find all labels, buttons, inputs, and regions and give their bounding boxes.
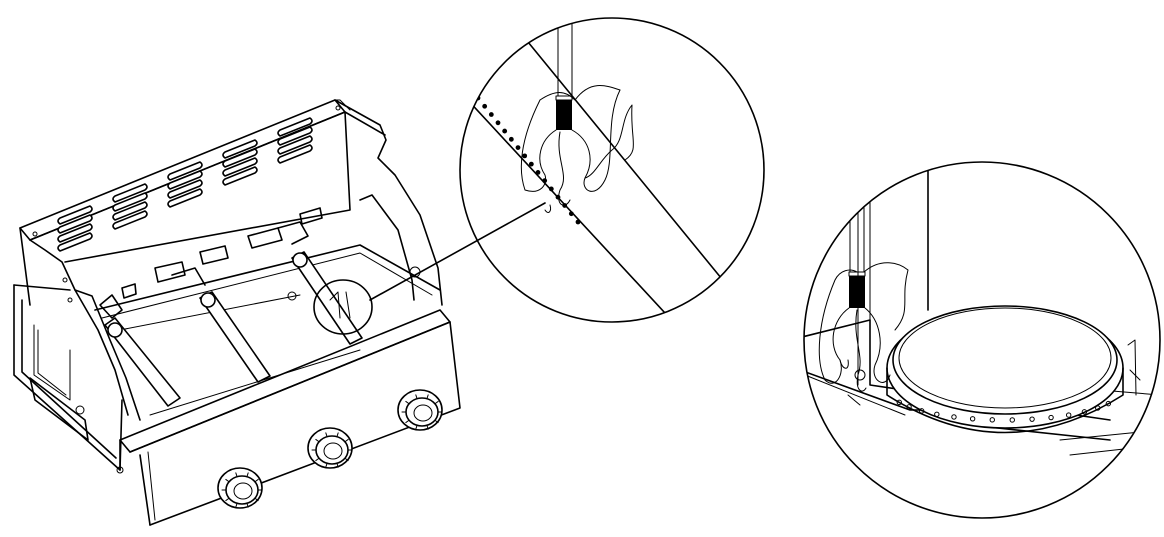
port-hole bbox=[1029, 416, 1035, 422]
port-hole bbox=[906, 404, 912, 410]
port-hole bbox=[1009, 417, 1015, 423]
round-burner-ports bbox=[896, 399, 1112, 423]
detail-round-burner bbox=[803, 161, 1161, 519]
port-hole bbox=[495, 120, 501, 126]
left-side-wall bbox=[29, 239, 141, 421]
control-knob bbox=[217, 467, 263, 509]
vent-slot bbox=[112, 201, 148, 221]
port-hole bbox=[548, 186, 554, 192]
port-hole bbox=[488, 112, 494, 117]
right-side-wall bbox=[334, 99, 443, 306]
port-hole bbox=[1105, 400, 1112, 407]
grill-overview bbox=[13, 99, 546, 526]
port-hole bbox=[528, 161, 534, 167]
vent-slot bbox=[167, 161, 203, 181]
port-hole bbox=[542, 178, 548, 184]
vent-slot bbox=[112, 183, 148, 203]
burner-brackets bbox=[99, 207, 323, 319]
vent-slot bbox=[57, 232, 93, 252]
vent-slot bbox=[222, 148, 258, 168]
port-hole bbox=[969, 416, 976, 422]
vent-slot bbox=[57, 214, 93, 234]
port-hole bbox=[575, 219, 581, 225]
vent-slot bbox=[112, 192, 148, 212]
burner-tube-2 bbox=[199, 291, 271, 383]
vent-slot bbox=[167, 170, 203, 190]
vent-slot bbox=[277, 135, 313, 155]
burner-ports bbox=[475, 95, 581, 225]
vent-slot bbox=[222, 157, 258, 177]
control-knobs bbox=[217, 389, 443, 509]
firebox-left-panel bbox=[13, 284, 124, 474]
control-panel bbox=[119, 309, 461, 526]
control-knob bbox=[307, 427, 353, 469]
vent-slot bbox=[167, 188, 203, 208]
port-hole bbox=[522, 153, 528, 159]
port-hole bbox=[1081, 409, 1088, 415]
vent-slot bbox=[222, 166, 258, 186]
burner-tube-1 bbox=[104, 317, 181, 407]
port-hole bbox=[1095, 405, 1101, 411]
port-hole bbox=[896, 399, 902, 406]
vent-slot bbox=[167, 179, 203, 199]
vent-slot bbox=[112, 210, 148, 230]
port-hole bbox=[555, 194, 561, 200]
port-hole bbox=[515, 145, 521, 151]
burner-tray bbox=[94, 244, 441, 416]
port-hole bbox=[535, 170, 541, 175]
igniter-electrode-tip bbox=[556, 100, 572, 130]
port-hole bbox=[951, 414, 957, 420]
port-hole bbox=[934, 411, 940, 417]
vent-slot bbox=[57, 205, 93, 225]
port-hole bbox=[1065, 412, 1072, 418]
vent-slot bbox=[222, 139, 258, 159]
burner-tube-3 bbox=[287, 251, 363, 345]
vent-slot bbox=[277, 126, 313, 146]
port-hole bbox=[508, 136, 514, 142]
vent-slot bbox=[277, 144, 313, 164]
port-hole bbox=[502, 128, 508, 134]
callout-circle-small bbox=[313, 202, 546, 335]
port-hole bbox=[1048, 414, 1054, 421]
vent-slot bbox=[277, 117, 313, 137]
detail-tube-burner bbox=[459, 17, 765, 323]
port-hole bbox=[568, 211, 574, 217]
vent-slots bbox=[57, 117, 313, 252]
vent-slot bbox=[57, 223, 93, 243]
port-hole bbox=[482, 103, 488, 109]
control-knob bbox=[397, 389, 443, 431]
port-hole bbox=[989, 417, 995, 423]
igniter-electrode-tip-2 bbox=[849, 276, 865, 308]
port-hole bbox=[918, 408, 925, 414]
